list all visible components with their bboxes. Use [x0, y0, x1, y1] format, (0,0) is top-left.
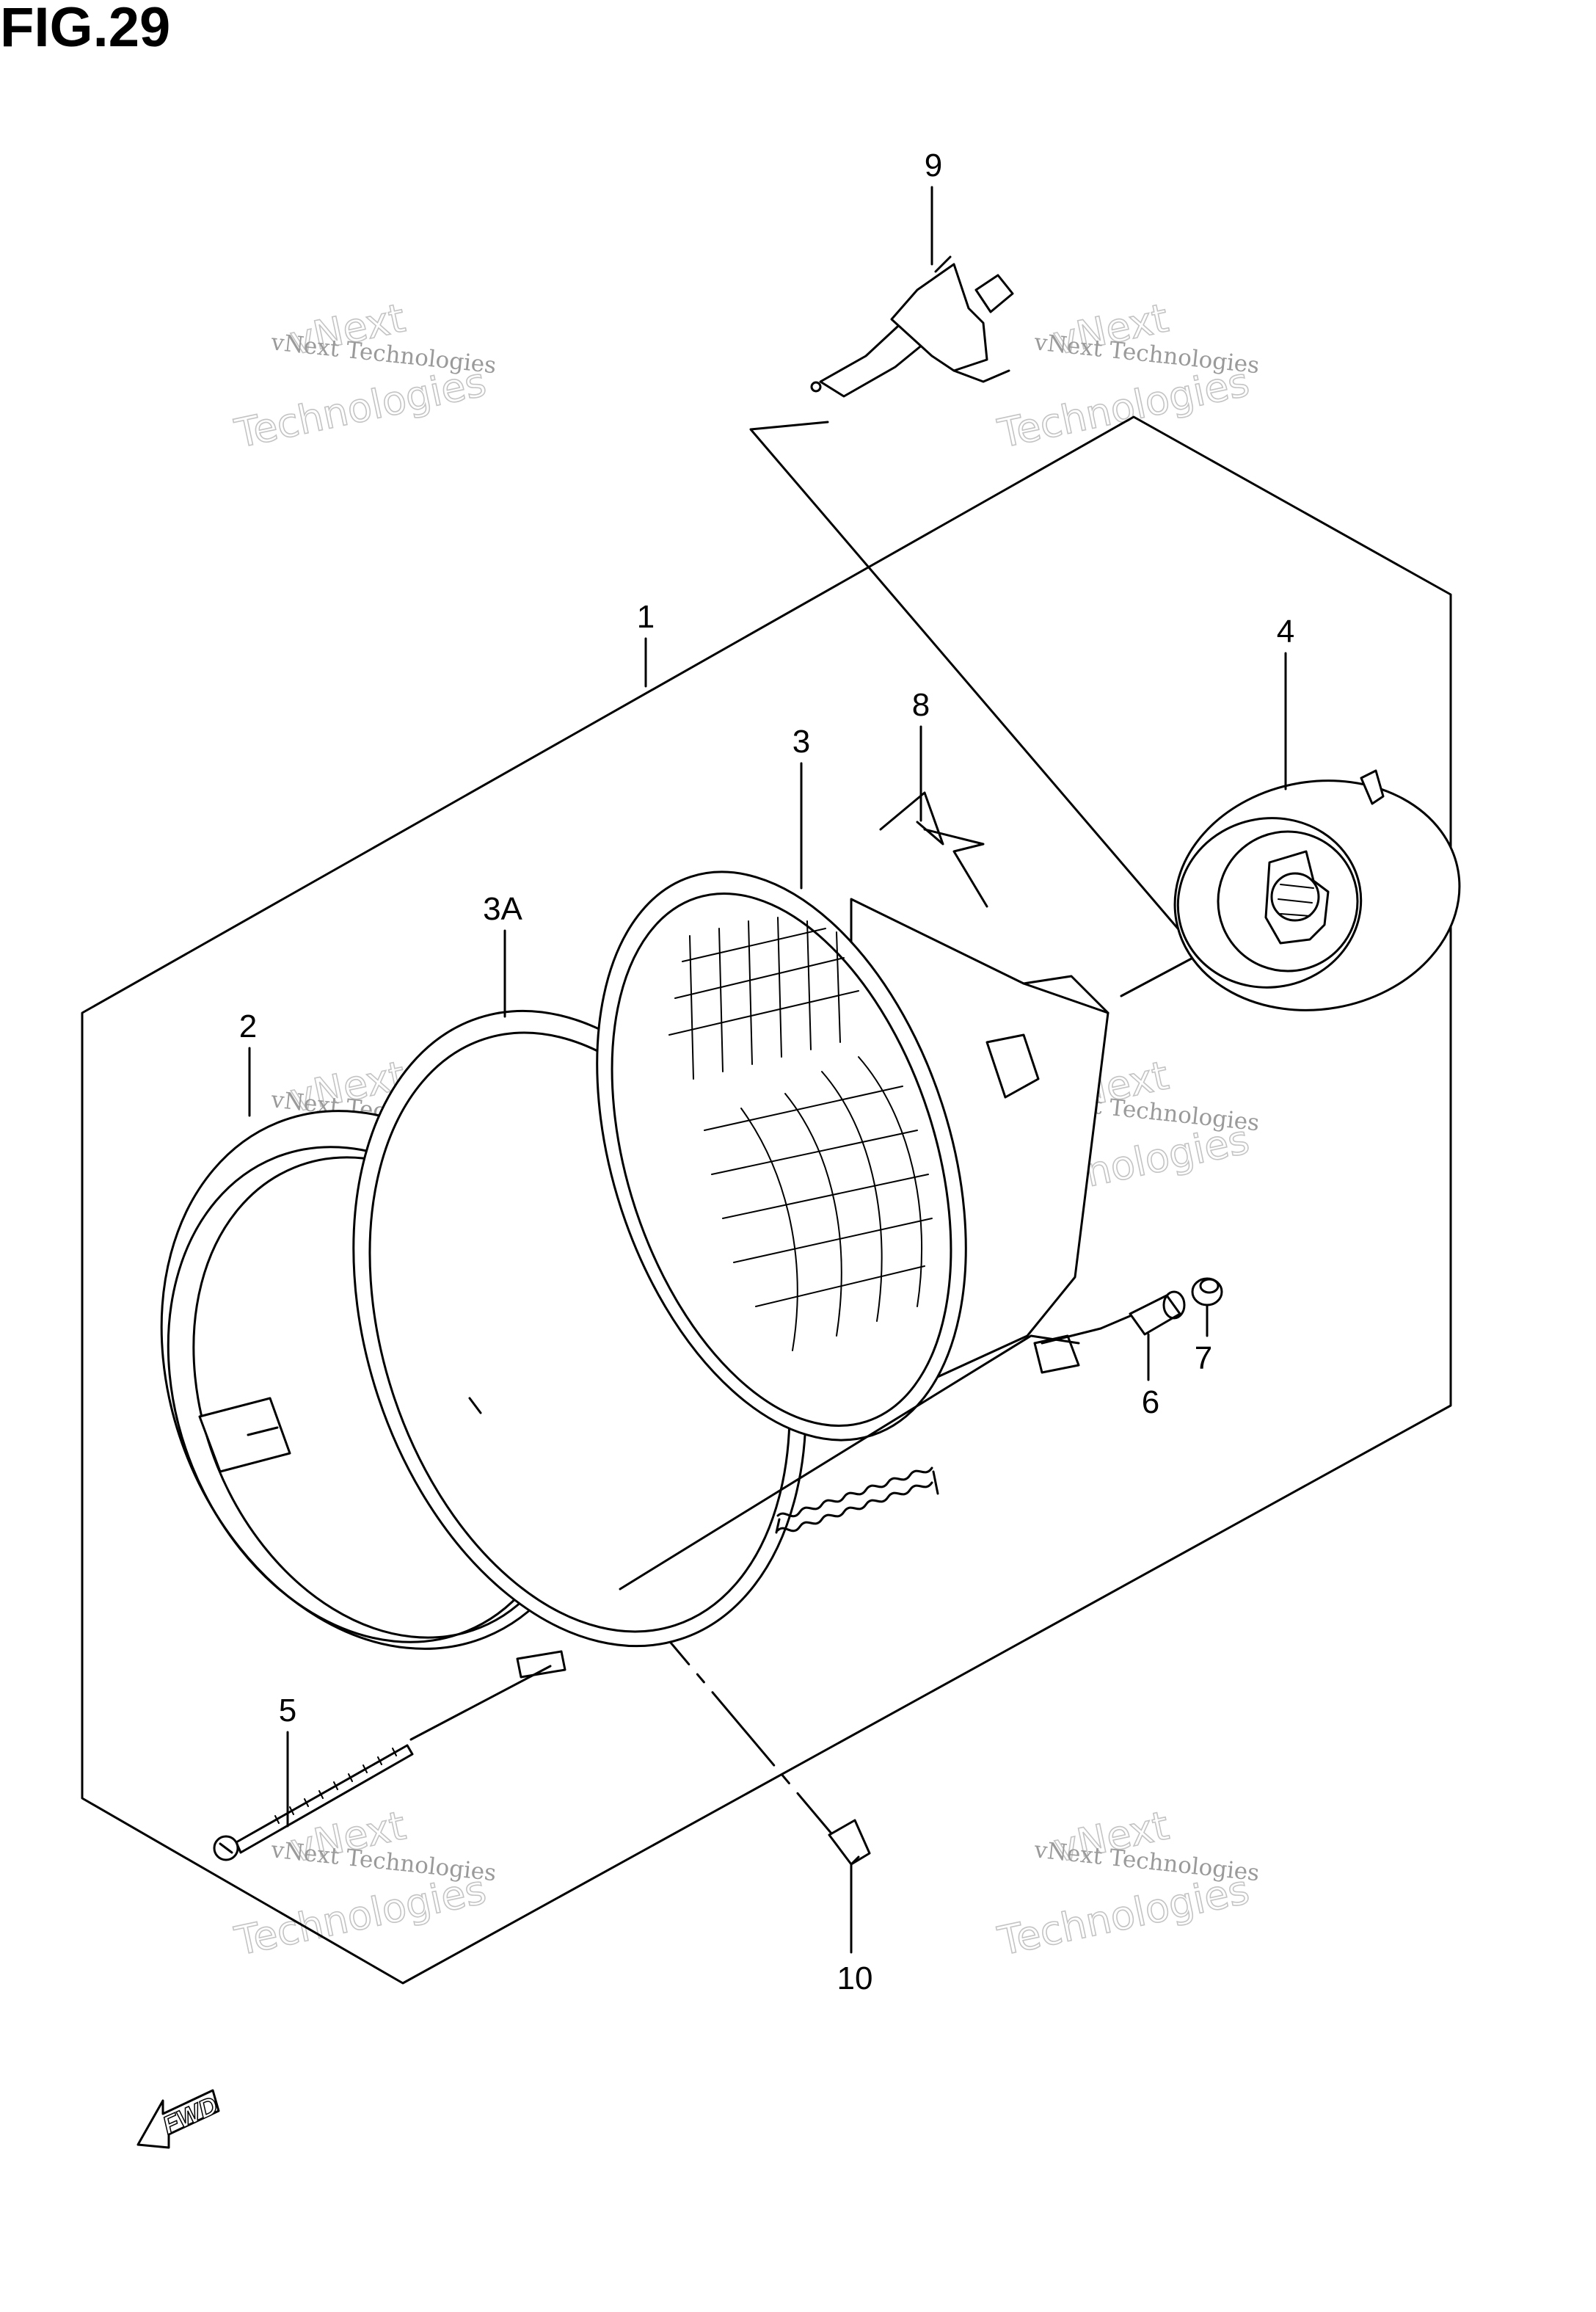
part-socket-cover	[1173, 769, 1461, 1011]
figure-title: FIG.29	[0, 0, 171, 59]
watermark-top-left: vNext vNext Technologies Technologies	[230, 294, 498, 458]
part-headlight-unit	[596, 870, 1109, 1442]
lens-pattern	[668, 917, 933, 1351]
assembly-frame	[81, 415, 1452, 1985]
callout-label-5: 5	[279, 1693, 296, 1728]
watermark-bottom-left: vNext vNext Technologies Technologies	[230, 1802, 498, 1966]
callout-label-3: 3	[792, 724, 810, 760]
callout-label-7: 7	[1195, 1340, 1212, 1376]
callout-label-8: 8	[912, 687, 930, 723]
watermark-large-text: Technologies	[994, 1866, 1253, 1965]
part-spring-clip	[879, 791, 988, 908]
callout-label-1: 1	[637, 599, 655, 635]
watermark-large-text: Technologies	[994, 359, 1253, 457]
callout-label-2: 2	[239, 1008, 257, 1044]
forward-direction-marker: FWD	[136, 2089, 222, 2149]
callout-labels: 1 2 3 3A 4 5 6 7 8 9 10	[239, 148, 1294, 1996]
forward-arrow-icon	[136, 2089, 220, 2149]
watermark-large-text: Technologies	[230, 359, 489, 457]
callout-label-3a: 3A	[483, 891, 522, 927]
callout-label-6: 6	[1142, 1384, 1159, 1420]
part-cap	[1191, 1277, 1223, 1306]
part-adjust-spring	[775, 1466, 939, 1534]
part-adjusting-screw	[213, 1744, 414, 1861]
watermark-top-right: vNext vNext Technologies Technologies	[994, 294, 1261, 458]
bulb-leader-line	[749, 421, 1201, 997]
part-screw	[828, 1819, 871, 1866]
watermark-large-text: Technologies	[230, 1866, 489, 1965]
part-pivot-nut	[1099, 1290, 1186, 1336]
forward-arrow-label: FWD	[158, 2091, 222, 2140]
callout-label-4: 4	[1277, 614, 1294, 650]
part-bulb	[810, 255, 1014, 398]
mounting-lines	[409, 1327, 1102, 1741]
watermark-bottom-right: vNext vNext Technologies Technologies	[994, 1802, 1261, 1966]
callout-leaders	[248, 186, 1287, 1954]
callout-label-9: 9	[925, 148, 942, 183]
callout-label-10: 10	[837, 1960, 873, 1996]
